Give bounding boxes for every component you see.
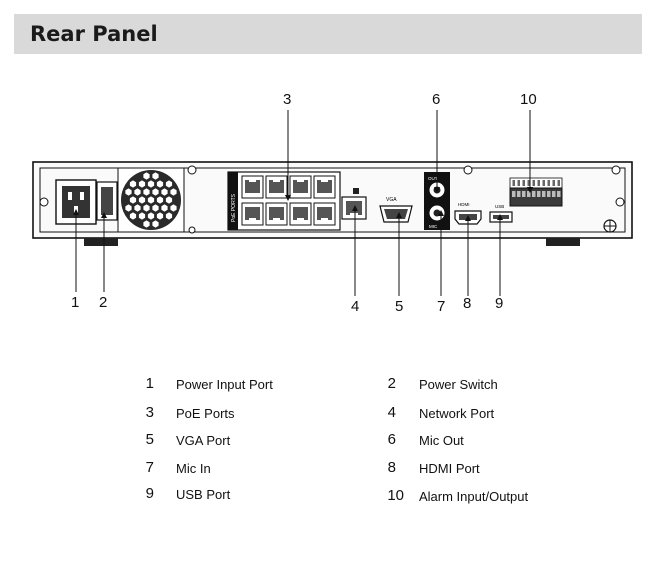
callout-1: 1 [71,294,79,311]
fan-grill [117,167,185,233]
fan-hole [147,196,155,204]
fan-hole [152,188,159,196]
alarm-pin [557,191,561,197]
callout-9: 9 [495,295,503,312]
fan-hole [138,196,146,204]
fan-hole [129,180,137,188]
fan-hole [143,172,150,180]
alarm-pin [537,191,541,197]
hdmi-text: HDMI [458,202,470,207]
poe-jack-clip [297,218,304,222]
power-switch [96,181,118,221]
poe-jack-socket [317,180,332,193]
fan-hole [125,188,132,196]
fan-hole [152,172,159,180]
page-title: Rear Panel [30,22,158,46]
fan-hole [161,188,168,196]
callout-5: 5 [395,298,403,315]
fan-hole [138,212,146,220]
poe-jack-socket [269,180,284,193]
alarm-pin-label [557,180,560,186]
alarm-pin-label [512,180,515,186]
leader-lines [73,110,533,296]
callout-4: 4 [351,298,359,315]
alarm-pin [552,191,556,197]
fan-hole [165,212,173,220]
poe-jack-clip [273,178,280,182]
fan-hole [134,188,141,196]
fan-hole [165,180,173,188]
alarm-pin-label [552,180,555,186]
alarm-pin [547,191,551,197]
alarm-pin-label [532,180,535,186]
poe-jack-socket [293,207,308,220]
poe-jack-socket [293,180,308,193]
callout-8: 8 [463,295,471,312]
poe-jack-clip [249,218,256,222]
fan-hole [125,204,132,212]
fan-hole [143,188,150,196]
alarm-pin [522,191,526,197]
fan-hole [129,196,137,204]
fan-hole [161,204,168,212]
callout-7: 7 [437,298,445,315]
fan-hole [156,212,164,220]
callout-numbers: 1 2 3 4 5 6 7 8 9 10 [71,91,537,315]
usb-text: USB [495,204,504,209]
alarm-pin-label [537,180,540,186]
fan-hole [165,196,173,204]
alarm-pin [527,191,531,197]
fan-hole [156,180,164,188]
alarm-pin [542,191,546,197]
poe-jack-clip [321,218,328,222]
alarm-pin-label [517,180,520,186]
poe-ports-text: PoE PORTS [231,193,237,222]
mic-in-text: MIC [429,224,438,229]
alarm-pin [532,191,536,197]
alarm-pin-label [542,180,545,186]
poe-jack-socket [269,207,284,220]
fan-hole [152,220,159,228]
fan-hole [170,204,177,212]
fan-hole [152,204,159,212]
poe-jack-socket [245,207,260,220]
fan-hole [138,180,146,188]
fan-hole [134,204,141,212]
mic-out-text: OUT [428,176,438,181]
fan-hole [147,212,155,220]
poe-jack-clip [273,218,280,222]
alarm-pin-label [522,180,525,186]
poe-jack-socket [317,207,332,220]
alarm-pin [517,191,521,197]
poe-jack-clip [297,178,304,182]
callout-2: 2 [99,294,107,311]
fan-hole [170,188,177,196]
callout-6: 6 [432,91,440,108]
poe-ports-block: PoE PORTS [227,171,341,231]
poe-jack-clip [249,178,256,182]
fan-hole [129,212,137,220]
fan-hole [147,180,155,188]
fan-hole [156,196,164,204]
vga-text: VGA [386,197,397,203]
alarm-terminal [509,177,563,207]
title-bar: Rear Panel [14,14,642,54]
poe-jack-clip [321,178,328,182]
fan-hole [143,220,150,228]
fan-hole [143,204,150,212]
callout-10: 10 [520,91,537,108]
poe-jack-socket [245,180,260,193]
callout-3: 3 [283,91,291,108]
alarm-pin-label [547,180,550,186]
alarm-pin-label [527,180,530,186]
alarm-pin [512,191,516,197]
